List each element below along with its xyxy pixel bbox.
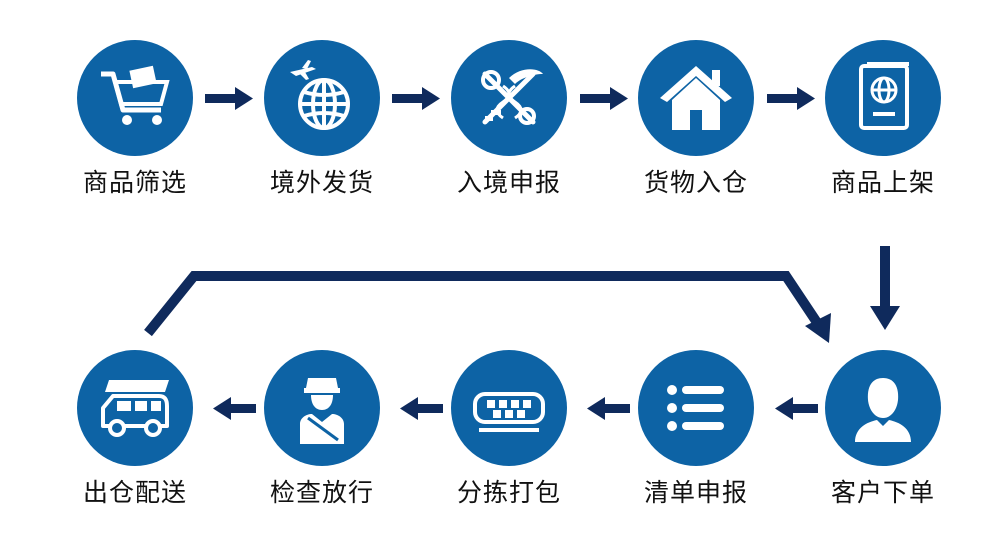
house-icon xyxy=(660,66,732,130)
step-label: 入境申报 xyxy=(456,168,561,197)
arrow-right-4 xyxy=(767,87,815,110)
step-circle xyxy=(638,40,754,156)
airplane-globe-icon xyxy=(290,60,350,130)
delivery-van-icon xyxy=(101,380,169,437)
user-icon xyxy=(855,378,911,442)
step-goods-warehousing: 货物入仓 xyxy=(631,40,761,198)
step-circle xyxy=(77,350,193,466)
arrow-left-2 xyxy=(587,397,630,420)
step-overseas-shipping: 境外发货 xyxy=(257,40,387,198)
arrow-left-3 xyxy=(400,397,443,420)
arrow-left-4 xyxy=(213,397,256,420)
sorting-tray-icon xyxy=(473,392,545,432)
step-label: 出仓配送 xyxy=(82,478,187,507)
step-label: 商品上架 xyxy=(830,168,935,197)
step-circle xyxy=(264,40,380,156)
step-sorting-packing: 分拣打包 xyxy=(444,350,574,508)
step-circle xyxy=(825,40,941,156)
step-circle xyxy=(264,350,380,466)
list-icon xyxy=(667,385,724,431)
arrow-left-1 xyxy=(775,397,818,420)
return-loop-arrow xyxy=(144,271,831,343)
step-circle xyxy=(451,350,567,466)
step-label: 清单申报 xyxy=(643,478,748,507)
customs-key-caduceus-icon xyxy=(481,69,543,125)
step-product-selection: 商品筛选 xyxy=(70,40,200,198)
step-entry-declaration: 入境申报 xyxy=(444,40,574,198)
arrow-right-3 xyxy=(580,87,628,110)
step-label: 检查放行 xyxy=(269,478,374,507)
step-inspection-release: 检查放行 xyxy=(257,350,387,508)
arrow-right-2 xyxy=(392,87,440,110)
step-outbound-delivery: 出仓配送 xyxy=(70,350,200,508)
step-manifest-declaration: 清单申报 xyxy=(631,350,761,508)
passport-icon xyxy=(859,62,909,130)
step-circle xyxy=(77,40,193,156)
step-label: 境外发货 xyxy=(269,168,374,197)
shopping-cart-icon xyxy=(101,65,170,125)
step-circle xyxy=(451,40,567,156)
step-customer-order: 客户下单 xyxy=(818,350,948,508)
step-label: 客户下单 xyxy=(830,478,935,507)
step-label: 货物入仓 xyxy=(643,168,748,197)
step-circle xyxy=(825,350,941,466)
arrow-right-1 xyxy=(205,87,253,110)
arrow-down xyxy=(870,246,900,330)
step-circle xyxy=(638,350,754,466)
step-label: 商品筛选 xyxy=(82,168,187,197)
step-label: 分拣打包 xyxy=(456,478,561,507)
inspector-icon xyxy=(300,378,344,444)
step-product-listing: 商品上架 xyxy=(818,40,948,198)
